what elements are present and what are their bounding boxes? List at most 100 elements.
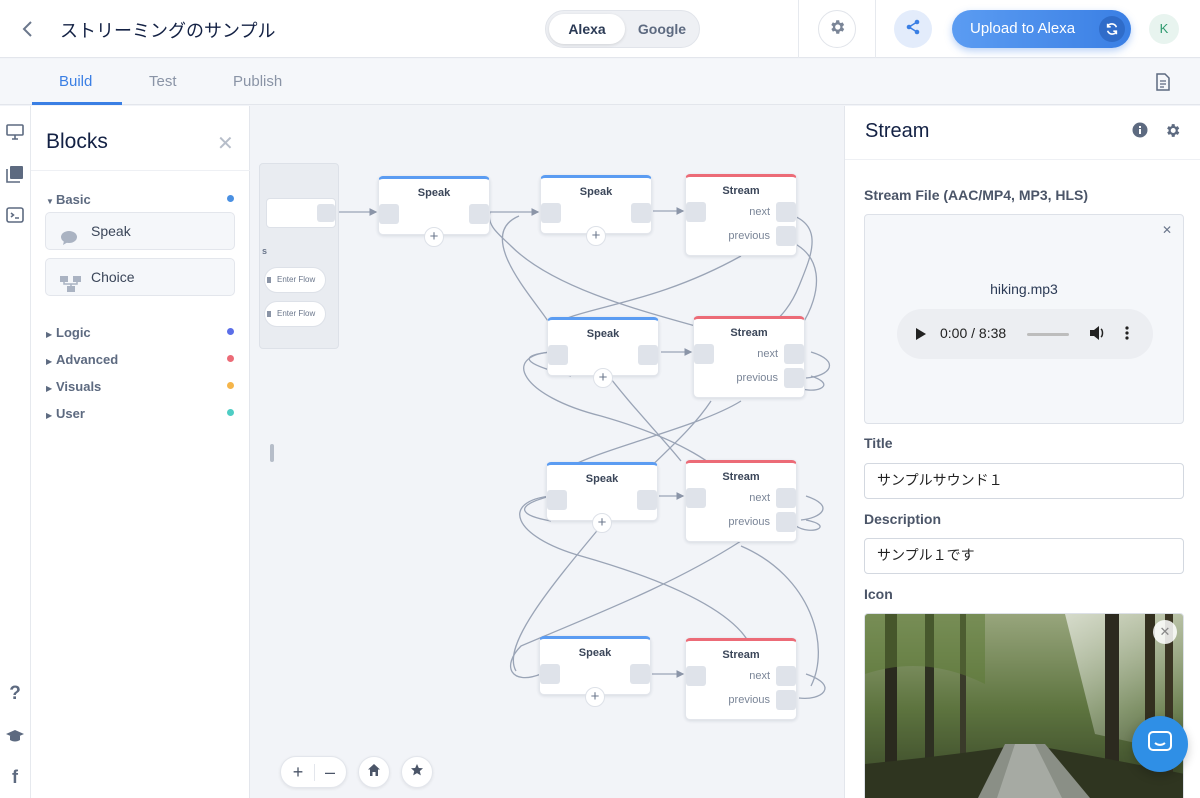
tab-build[interactable]: Build (59, 73, 93, 90)
remove-file-icon[interactable]: ✕ (1162, 223, 1173, 237)
previous-port[interactable] (784, 368, 804, 388)
category-logic[interactable]: ▶Logic (46, 325, 91, 340)
category-basic[interactable]: ▼Basic (46, 192, 91, 207)
info-icon[interactable] (1132, 122, 1148, 143)
facebook-icon[interactable]: f (12, 766, 18, 787)
file-name: hiking.mp3 (990, 281, 1058, 297)
previous-port[interactable] (776, 690, 796, 710)
blocks-title: Blocks (46, 130, 108, 153)
previous-port[interactable] (776, 226, 796, 246)
input-port[interactable] (548, 345, 568, 365)
port-label-next: next (757, 348, 778, 360)
favorite-button[interactable] (401, 756, 433, 788)
upload-to-alexa-button[interactable]: Upload to Alexa (952, 10, 1131, 48)
category-color-dot (227, 409, 234, 416)
description-label: Description (864, 511, 942, 527)
divider (875, 0, 876, 58)
close-icon[interactable]: ✕ (217, 133, 234, 155)
output-port[interactable] (630, 664, 650, 684)
enter-flow-chip[interactable]: Enter Flow (264, 267, 326, 293)
speak-node[interactable]: Speak + (540, 175, 652, 246)
blocks-panel: Blocks ✕ ▼Basic Speak Choice ▶Logic ▶Adv… (31, 106, 250, 798)
tab-test[interactable]: Test (149, 73, 177, 90)
zoom-out-button[interactable]: – (324, 762, 335, 782)
add-step-button[interactable]: + (586, 226, 606, 246)
avatar[interactable]: K (1149, 14, 1179, 44)
tab-bar: Build Test Publish (0, 59, 1200, 105)
terminal-icon[interactable] (5, 205, 25, 225)
category-visuals[interactable]: ▶Visuals (46, 379, 101, 394)
add-step-button[interactable]: + (424, 227, 444, 247)
block-choice[interactable]: Choice (45, 258, 235, 296)
start-block[interactable]: s Enter Flow Enter Flow (259, 163, 339, 349)
input-port[interactable] (547, 490, 567, 510)
caret-down-icon: ▼ (46, 197, 54, 206)
category-user[interactable]: ▶User (46, 406, 85, 421)
block-speak[interactable]: Speak (45, 212, 235, 250)
platform-alexa-button[interactable]: Alexa (549, 14, 625, 44)
gear-icon[interactable] (1164, 122, 1181, 144)
library-icon[interactable] (5, 164, 25, 184)
category-label: Logic (56, 325, 91, 340)
output-port[interactable] (469, 204, 489, 224)
category-advanced[interactable]: ▶Advanced (46, 352, 118, 367)
add-step-button[interactable]: + (585, 687, 605, 707)
home-button[interactable] (358, 756, 390, 788)
stream-node[interactable]: Stream next previous (693, 316, 805, 398)
speak-node[interactable]: Speak + (539, 636, 651, 707)
platform-google-button[interactable]: Google (637, 21, 687, 37)
input-port[interactable] (541, 203, 561, 223)
player-progress-bar[interactable] (1027, 333, 1069, 336)
input-port[interactable] (379, 204, 399, 224)
block-label: Speak (91, 223, 131, 239)
help-icon[interactable]: ? (9, 683, 21, 704)
next-port[interactable] (784, 344, 804, 364)
tab-publish[interactable]: Publish (233, 73, 283, 90)
next-port[interactable] (776, 488, 796, 508)
next-port[interactable] (776, 666, 796, 686)
speak-node[interactable]: Speak + (546, 462, 658, 533)
stream-node[interactable]: Stream next previous (685, 460, 797, 542)
input-port[interactable] (694, 344, 714, 364)
block-label: Choice (91, 269, 135, 285)
previous-port[interactable] (776, 512, 796, 532)
remove-icon-button[interactable]: ✕ (1153, 620, 1177, 644)
speak-node[interactable]: Speak + (547, 317, 659, 388)
stream-node[interactable]: Stream next previous (685, 638, 797, 720)
flow-canvas[interactable]: s Enter Flow Enter Flow Speak + Speak + … (251, 106, 844, 798)
divider (845, 159, 1200, 160)
panel-resize-handle[interactable] (270, 444, 274, 462)
volume-icon[interactable] (1089, 325, 1107, 346)
add-step-button[interactable]: + (592, 513, 612, 533)
document-icon[interactable] (1155, 73, 1171, 96)
enter-flow-chip[interactable]: Enter Flow (264, 301, 326, 327)
support-chat-button[interactable] (1132, 716, 1188, 772)
input-port[interactable] (686, 666, 706, 686)
graduation-cap-icon[interactable] (5, 726, 25, 746)
stream-node[interactable]: Stream next previous (685, 174, 797, 256)
back-arrow-icon[interactable] (18, 17, 38, 41)
speak-node[interactable]: Speak + (378, 176, 490, 247)
output-port[interactable] (637, 490, 657, 510)
add-step-button[interactable]: + (593, 368, 613, 388)
input-port[interactable] (540, 664, 560, 684)
description-input[interactable]: サンプル１です (864, 538, 1184, 574)
settings-button[interactable] (818, 10, 856, 48)
icon-image[interactable]: ✕ (864, 613, 1184, 798)
input-port[interactable] (686, 488, 706, 508)
gear-icon (828, 18, 846, 41)
stream-file-box[interactable]: ✕ hiking.mp3 0:00 / 8:38 (864, 214, 1184, 424)
monitor-icon[interactable] (5, 122, 25, 142)
next-port[interactable] (776, 202, 796, 222)
caret-right-icon: ▶ (46, 357, 53, 366)
title-input[interactable]: サンプルサウンド１ (864, 463, 1184, 499)
zoom-in-button[interactable]: + (292, 762, 304, 782)
output-port[interactable] (631, 203, 651, 223)
input-port[interactable] (686, 202, 706, 222)
more-vertical-icon[interactable] (1125, 325, 1129, 346)
start-output-port[interactable] (317, 204, 335, 222)
sync-icon[interactable] (1099, 16, 1125, 42)
share-button[interactable] (894, 10, 932, 48)
output-port[interactable] (638, 345, 658, 365)
play-icon[interactable] (915, 327, 927, 346)
